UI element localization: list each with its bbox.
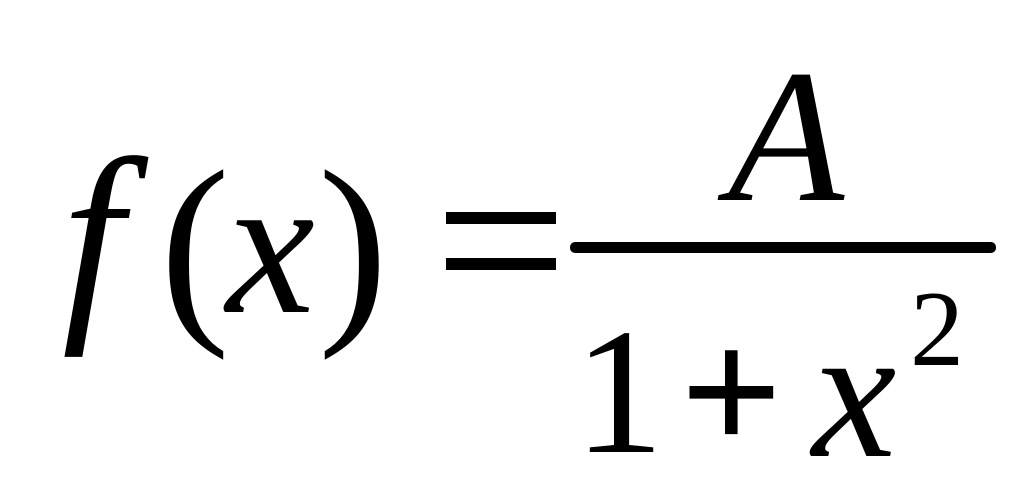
open-parenthesis: ( <box>160 129 230 361</box>
denominator-constant: 1 <box>574 292 664 491</box>
exponent: 2 <box>910 270 964 389</box>
function-symbol: f <box>62 114 124 358</box>
argument-variable: x <box>226 135 315 356</box>
equals-bar-bottom <box>446 258 556 270</box>
close-parenthesis: ) <box>318 129 388 361</box>
equals-bar-top <box>446 212 556 224</box>
math-formula: f ( x ) A 1 + x 2 <box>62 32 996 491</box>
numerator: A <box>728 32 845 242</box>
denominator-variable: x <box>812 288 897 498</box>
plus-sign: + <box>680 292 783 491</box>
fraction-bar <box>570 242 996 253</box>
